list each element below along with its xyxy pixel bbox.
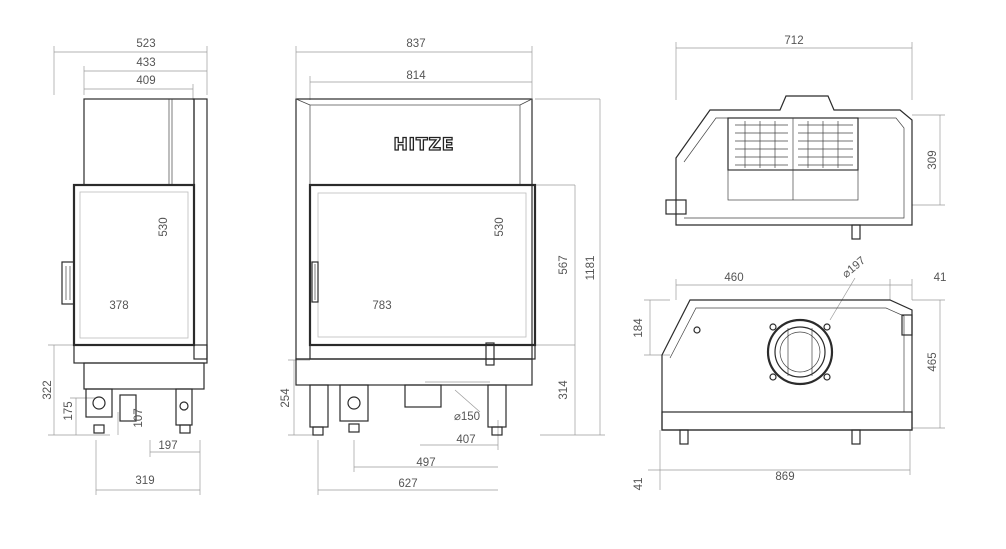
side-dim-width-top: 409 xyxy=(136,75,155,87)
plan-dim-front-offset: 41 xyxy=(633,478,645,491)
front-dim-glass-width: 783 xyxy=(372,300,391,312)
front-dim-width-total: 837 xyxy=(406,38,425,50)
front-dim-door-opening: 567 xyxy=(558,255,570,274)
front-dim-base-height: 254 xyxy=(280,388,292,408)
top-dim-width: 712 xyxy=(784,35,803,47)
grille-pattern xyxy=(735,121,853,168)
brand-logo: HITZE xyxy=(393,135,454,155)
front-dim-height-total: 1181 xyxy=(585,256,597,281)
front-dim-flue-diameter-value: 150 xyxy=(461,411,480,423)
top-dim-height: 309 xyxy=(927,150,939,169)
plan-dim-side-offset: 41 xyxy=(934,272,947,284)
side-view xyxy=(48,46,208,495)
side-dim-outlet-height: 175 xyxy=(63,401,75,420)
side-dim-base-height: 322 xyxy=(42,380,54,399)
front-view: HITZE xyxy=(288,46,605,495)
plan-view xyxy=(644,277,945,490)
dimension-labels: 523 433 409 530 378 322 175 107 197 319 … xyxy=(42,35,946,490)
front-dim-opening-base: 314 xyxy=(558,380,570,400)
side-dim-leg-offset: 107 xyxy=(133,408,145,427)
side-dim-door-depth: 378 xyxy=(109,300,128,312)
front-dim-width-body: 814 xyxy=(406,70,426,82)
front-dim-base-width: 627 xyxy=(398,478,417,490)
top-view xyxy=(665,42,945,240)
side-dim-base-depth: 319 xyxy=(135,475,154,487)
side-dim-door-height: 530 xyxy=(158,217,170,236)
plan-dim-width: 869 xyxy=(775,471,794,483)
plan-dim-flue-diameter: ⌀197 xyxy=(840,255,868,281)
plan-dim-flue-offset: 460 xyxy=(724,272,743,284)
plan-dim-depth: 465 xyxy=(927,352,939,371)
front-dim-flue-diameter: ⌀150 xyxy=(454,411,480,423)
front-dim-door-height: 530 xyxy=(494,217,506,236)
side-dim-width-body: 433 xyxy=(136,57,155,69)
front-dim-legs-width: 497 xyxy=(416,457,435,469)
plan-dim-flue-depth: 184 xyxy=(633,318,645,338)
plan-dim-flue-diameter-value: 197 xyxy=(846,255,868,277)
front-dim-leg-spacing: 407 xyxy=(456,434,475,446)
side-dim-leg-spacing: 197 xyxy=(158,440,177,452)
side-dim-width-total: 523 xyxy=(136,38,155,50)
